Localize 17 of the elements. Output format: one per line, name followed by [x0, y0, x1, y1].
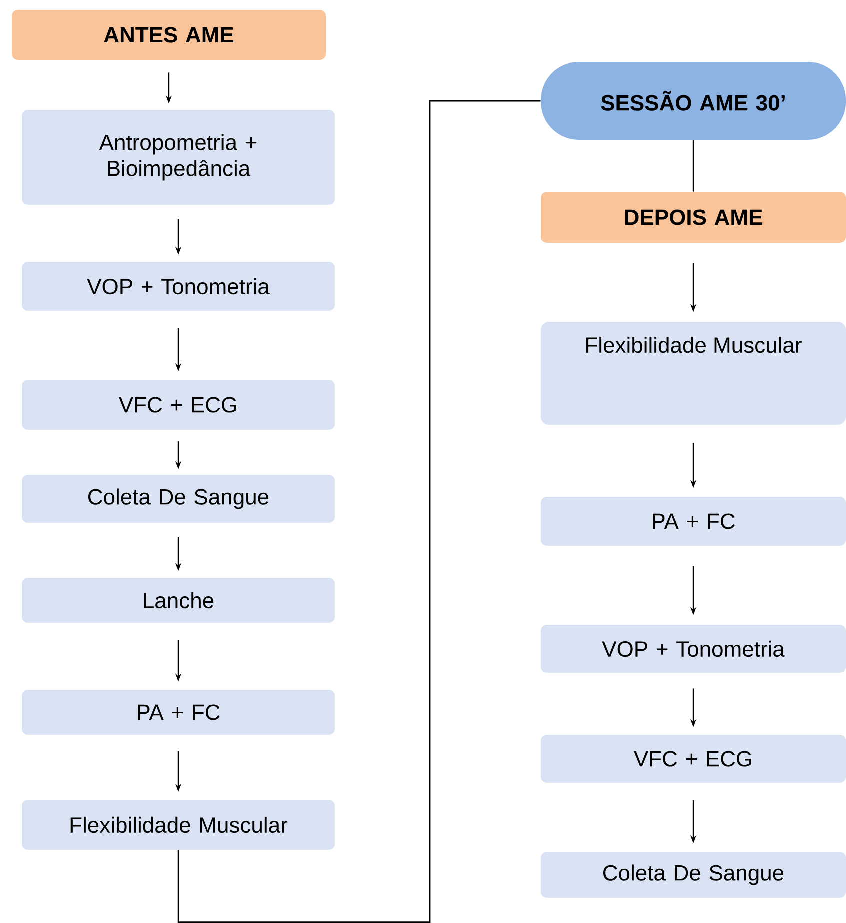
- process-box: PA + FC: [541, 497, 846, 546]
- connector-line: [692, 140, 694, 192]
- process-box: VOP + Tonometria: [541, 625, 846, 673]
- process-box: Lanche: [22, 578, 335, 623]
- process-box: VFC + ECG: [541, 735, 846, 783]
- connector-line: [178, 100, 541, 923]
- step-header-box: ANTES AME: [12, 10, 326, 60]
- process-box: Flexibilidade Muscular: [541, 322, 846, 425]
- process-box: Flexibilidade Muscular: [22, 800, 335, 850]
- process-box: Antropometria + Bioimpedância: [22, 110, 335, 205]
- process-box: Coleta De Sangue: [541, 852, 846, 898]
- step-header-box: DEPOIS AME: [541, 192, 846, 243]
- process-box: Coleta De Sangue: [22, 475, 335, 523]
- session-terminal: SESSÃO AME 30’: [541, 62, 846, 140]
- process-box: VOP + Tonometria: [22, 262, 335, 311]
- process-box: VFC + ECG: [22, 380, 335, 430]
- process-box: PA + FC: [22, 690, 335, 735]
